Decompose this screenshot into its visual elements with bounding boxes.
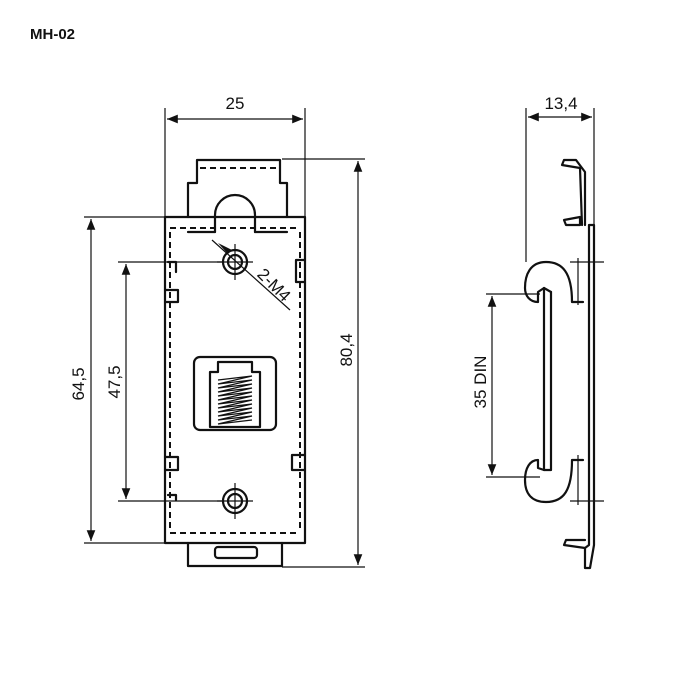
svg-text:25: 25 [226,94,245,113]
svg-text:47,5: 47,5 [105,365,124,398]
side-back-plate [583,223,596,570]
svg-text:13,4: 13,4 [544,94,577,113]
dim-depth-13-4: 13,4 [525,94,595,262]
front-view [163,158,307,568]
front-bottom-tab [186,541,284,568]
svg-text:64,5: 64,5 [69,367,88,400]
dim-width-25: 25 [164,94,306,217]
front-top-slot [213,193,257,234]
dim-height-47-5: 47,5 [105,261,224,502]
dim-height-64-5: 64,5 [69,216,165,544]
side-din-clip [523,260,585,504]
side-bottom-hook [562,538,587,550]
hole-spec-label: 2-M4 [253,265,294,306]
side-top-hook [560,158,587,227]
hole-leader-line [211,239,291,311]
svg-text:80,4: 80,4 [337,333,356,366]
spring-window [192,355,278,432]
front-body-outline [163,215,307,545]
dim-height-80-4: 80,4 [282,158,365,568]
model-title: MH-02 [30,26,76,43]
front-bottom-slot [213,545,259,560]
dim-din-35: 35 DIN [471,293,540,478]
front-top-tab [186,158,289,219]
side-view [523,158,604,570]
svg-text:35 DIN: 35 DIN [471,356,490,409]
